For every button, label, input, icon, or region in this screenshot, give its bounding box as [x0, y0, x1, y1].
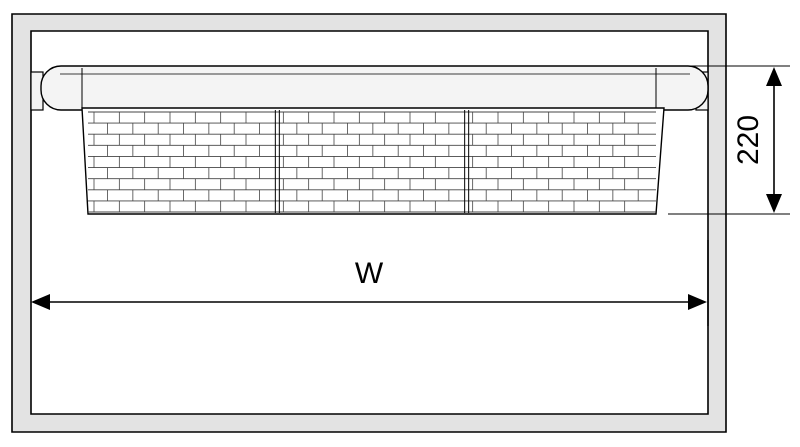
- height-arrow-bottom: [766, 194, 782, 213]
- width-arrow-left: [31, 294, 50, 310]
- pull-out-rail: [30, 65, 709, 111]
- height-label: 220: [732, 115, 765, 165]
- woven-basket: [81, 107, 665, 215]
- cabinet-frame: [11, 13, 727, 433]
- width-dimension: W: [31, 240, 709, 326]
- width-label: W: [355, 257, 384, 290]
- basket-weave: [88, 110, 656, 213]
- rail-bar: [40, 65, 709, 111]
- height-dimension: 220: [668, 65, 790, 215]
- height-arrow-top: [766, 67, 782, 86]
- width-arrow-right: [688, 294, 707, 310]
